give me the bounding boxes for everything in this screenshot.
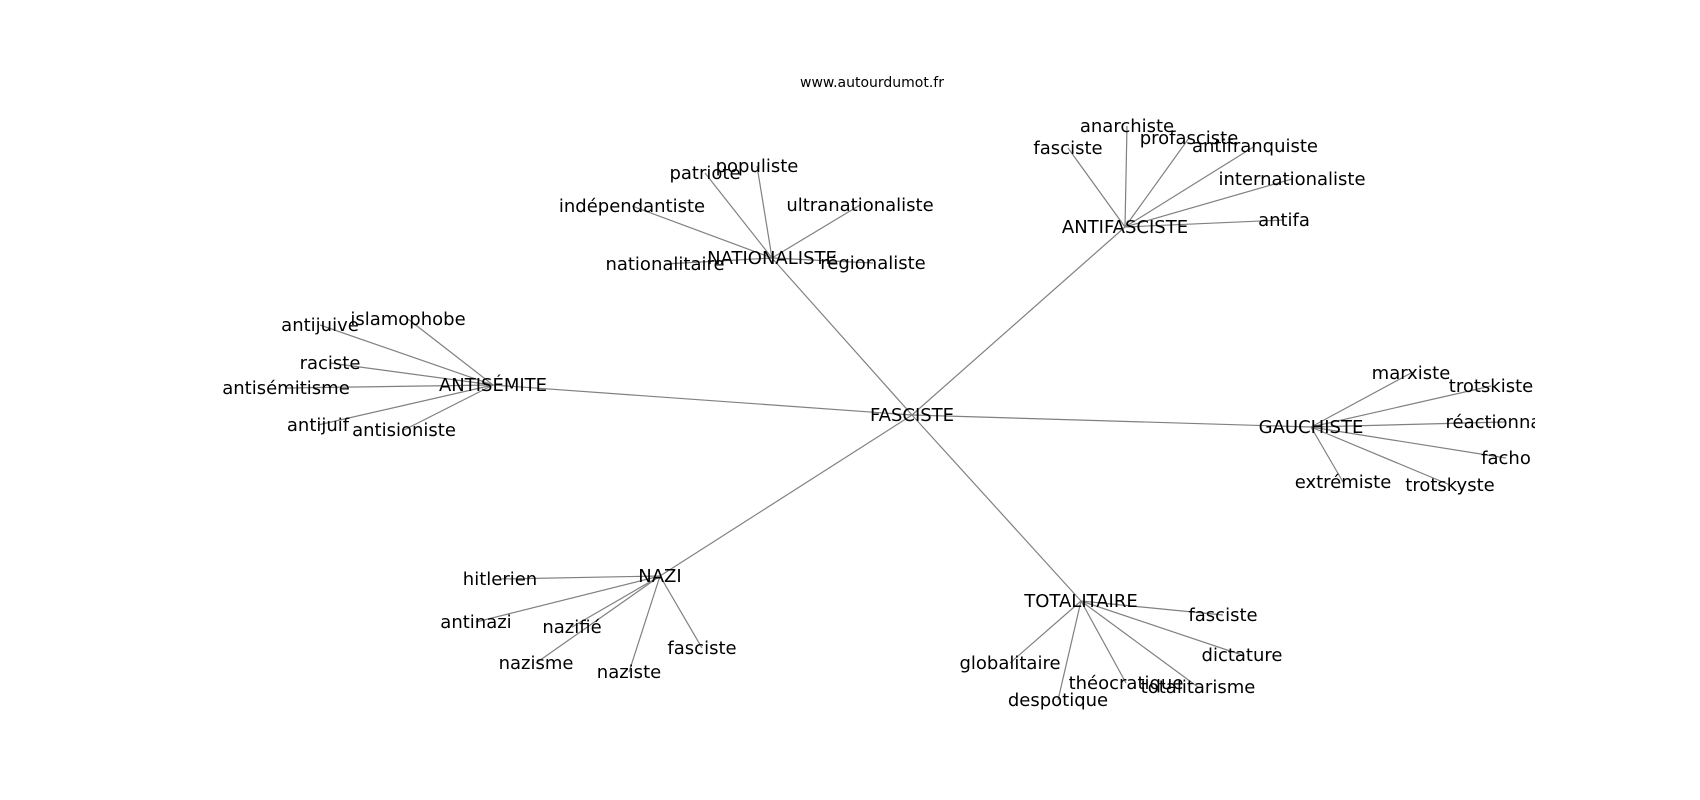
edge-hub-leaf — [704, 172, 773, 259]
leaf-node-label[interactable]: nazisme — [499, 653, 574, 674]
edge-center-hub — [911, 226, 1126, 416]
edge-hub-leaf — [317, 384, 494, 426]
edge-hub-leaf — [631, 205, 773, 259]
leaf-node-label[interactable]: islamophobe — [350, 309, 465, 330]
edge-center-hub — [659, 414, 913, 577]
edge-hub-leaf — [1080, 600, 1127, 684]
edge-hub-leaf — [1124, 178, 1293, 228]
edge-hub-leaf — [628, 575, 661, 673]
center-node-label[interactable]: FASCISTE — [870, 405, 954, 426]
leaf-node-label[interactable]: internationaliste — [1218, 169, 1365, 190]
leaf-node-label[interactable]: théocratique — [1069, 673, 1184, 694]
website-label: www.autourdumot.fr — [800, 75, 944, 91]
leaf-node-label[interactable]: naziste — [597, 662, 661, 683]
leaf-node-label[interactable]: marxiste — [1372, 363, 1451, 384]
edge-hub-leaf — [535, 575, 661, 664]
leaf-node-label[interactable]: profasciste — [1140, 128, 1239, 149]
edge-hub-leaf — [1124, 137, 1190, 228]
leaf-node-label[interactable]: antinazi — [440, 612, 511, 633]
edge-hub-leaf — [1310, 385, 1492, 428]
edge-center-hub — [492, 384, 913, 416]
edge-center-hub — [911, 414, 1082, 602]
edge-hub-leaf — [659, 575, 703, 649]
edge-hub-leaf — [1009, 600, 1082, 664]
hub-node-label[interactable]: ANTIFASCISTE — [1062, 217, 1188, 238]
edge-hub-leaf — [1310, 421, 1506, 428]
edge-hub-leaf — [756, 165, 773, 259]
edge-hub-leaf — [771, 204, 861, 259]
hub-node-label[interactable]: NAZI — [638, 566, 681, 587]
leaf-node-label[interactable]: nationalitaire — [605, 254, 724, 275]
edge-hub-leaf — [1080, 600, 1224, 616]
edge-hub-leaf — [664, 257, 773, 265]
leaf-node-label[interactable]: réactionnaire — [1445, 412, 1564, 433]
edge-hub-leaf — [1057, 600, 1082, 701]
edge-hub-leaf — [1310, 426, 1451, 486]
leaf-node-label[interactable]: populiste — [716, 156, 799, 177]
edge-hub-leaf — [771, 257, 874, 264]
leaf-node-label[interactable]: ultranationaliste — [786, 195, 933, 216]
edge-hub-leaf — [329, 362, 494, 386]
leaf-node-label[interactable]: antisémitisme — [222, 378, 350, 399]
leaf-node-label[interactable]: totalitarisme — [1141, 677, 1256, 698]
leaf-node-label[interactable]: antijuif — [287, 415, 350, 436]
edge-hub-leaf — [1080, 600, 1199, 688]
edge-hub-leaf — [1124, 145, 1256, 228]
edge-hub-leaf — [475, 575, 661, 623]
edge-hub-leaf — [1310, 372, 1412, 428]
edge-hub-leaf — [1080, 600, 1243, 656]
leaf-node-label[interactable]: globalitaire — [959, 653, 1060, 674]
leaf-node-label[interactable]: hitlerien — [463, 569, 537, 590]
leaf-node-label[interactable]: antifa — [1258, 210, 1310, 231]
hub-node-label[interactable]: ANTISÉMITE — [439, 374, 547, 396]
leaf-node-label[interactable]: facho — [1481, 448, 1531, 469]
edges-layer — [285, 125, 1507, 701]
edge-hub-leaf — [1310, 426, 1507, 459]
edge-center-hub — [911, 414, 1312, 428]
leaf-node-label[interactable]: nazifié — [542, 617, 601, 638]
edge-hub-leaf — [499, 575, 661, 580]
leaf-node-label[interactable]: despotique — [1008, 690, 1108, 711]
leaf-node-label[interactable]: antijuive — [281, 315, 359, 336]
leaf-node-label[interactable]: antifranquiste — [1192, 136, 1318, 157]
edge-hub-leaf — [1067, 147, 1126, 228]
leaf-node-label[interactable]: indépendantiste — [559, 196, 705, 217]
leaf-node-label[interactable]: fasciste — [1033, 138, 1102, 159]
leaf-node-label[interactable]: régionaliste — [820, 253, 925, 274]
edge-hub-leaf — [403, 384, 494, 431]
edge-hub-leaf — [285, 384, 494, 389]
leaf-node-label[interactable]: anarchiste — [1080, 116, 1174, 137]
leaf-node-label[interactable]: raciste — [300, 353, 361, 374]
edge-hub-leaf — [319, 324, 494, 386]
edge-hub-leaf — [1310, 426, 1344, 483]
hub-node-label[interactable]: TOTALITAIRE — [1023, 591, 1138, 612]
leaf-node-label[interactable]: antisioniste — [352, 420, 456, 441]
edge-center-hub — [771, 257, 913, 416]
leaf-node-label[interactable]: fasciste — [667, 638, 736, 659]
leaf-node-label[interactable]: extrémiste — [1295, 472, 1392, 493]
edge-hub-leaf — [571, 575, 661, 628]
hub-node-label[interactable]: NATIONALISTE — [707, 248, 837, 269]
edge-hub-leaf — [407, 318, 494, 386]
edge-hub-leaf — [1124, 125, 1128, 228]
leaf-node-label[interactable]: fasciste — [1188, 605, 1257, 626]
leaf-node-label[interactable]: trotskyste — [1405, 475, 1494, 496]
leaf-node-label[interactable]: dictature — [1202, 645, 1283, 666]
leaf-node-label[interactable]: patriote — [669, 163, 740, 184]
edge-hub-leaf — [1124, 219, 1285, 228]
leaf-node-label[interactable]: trotskiste — [1449, 376, 1533, 397]
hub-node-label[interactable]: GAUCHISTE — [1259, 417, 1364, 438]
